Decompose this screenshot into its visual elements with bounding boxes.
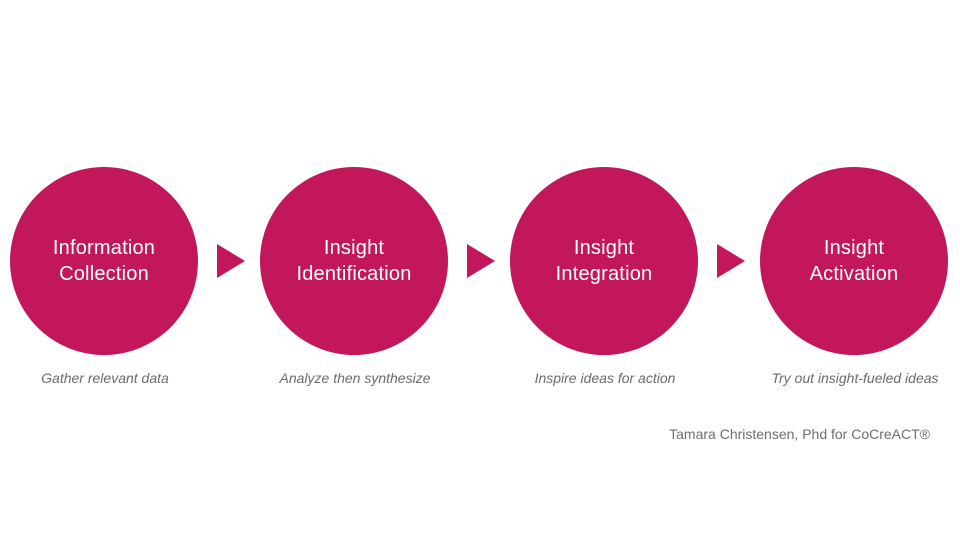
stage-circle: Information Collection [10,167,198,355]
stage-title-line1: Insight [573,237,635,259]
stage-title-line2: Integration [555,263,653,285]
stage-title: Insight Integration [556,235,653,287]
stage-title: Insight Identification [296,235,411,287]
stage-title: Insight Activation [810,235,899,287]
arrow-right-icon [217,244,245,278]
stage-title-line1: Insight [823,237,885,259]
stage-title-line2: Collection [59,263,149,285]
stage-insight-identification: Insight Identification Analyze then synt… [260,167,450,386]
stage-subtitle: Inspire ideas for action [534,370,676,386]
arrow-right-icon [467,244,495,278]
stage-insight-activation: Insight Activation Try out insight-fuele… [760,167,950,386]
stage-title-line2: Activation [809,263,899,285]
stage-title: Information Collection [53,235,155,287]
stage-circle: Insight Activation [760,167,948,355]
stage-title-line1: Insight [323,237,385,259]
arrow-right-icon [717,244,745,278]
stage-circle: Insight Identification [260,167,448,355]
stage-circle: Insight Integration [510,167,698,355]
stage-subtitle: Try out insight-fueled ideas [771,370,939,386]
stage-title-line1: Information [52,237,156,259]
stage-information-collection: Information Collection Gather relevant d… [10,167,200,386]
credit-text: Tamara Christensen, Phd for CoCreACT® [669,426,930,442]
stage-insight-integration: Insight Integration Inspire ideas for ac… [510,167,700,386]
stage-title-line2: Identification [296,263,412,285]
stage-subtitle: Gather relevant data [41,370,169,386]
stage-subtitle: Analyze then synthesize [279,370,431,386]
